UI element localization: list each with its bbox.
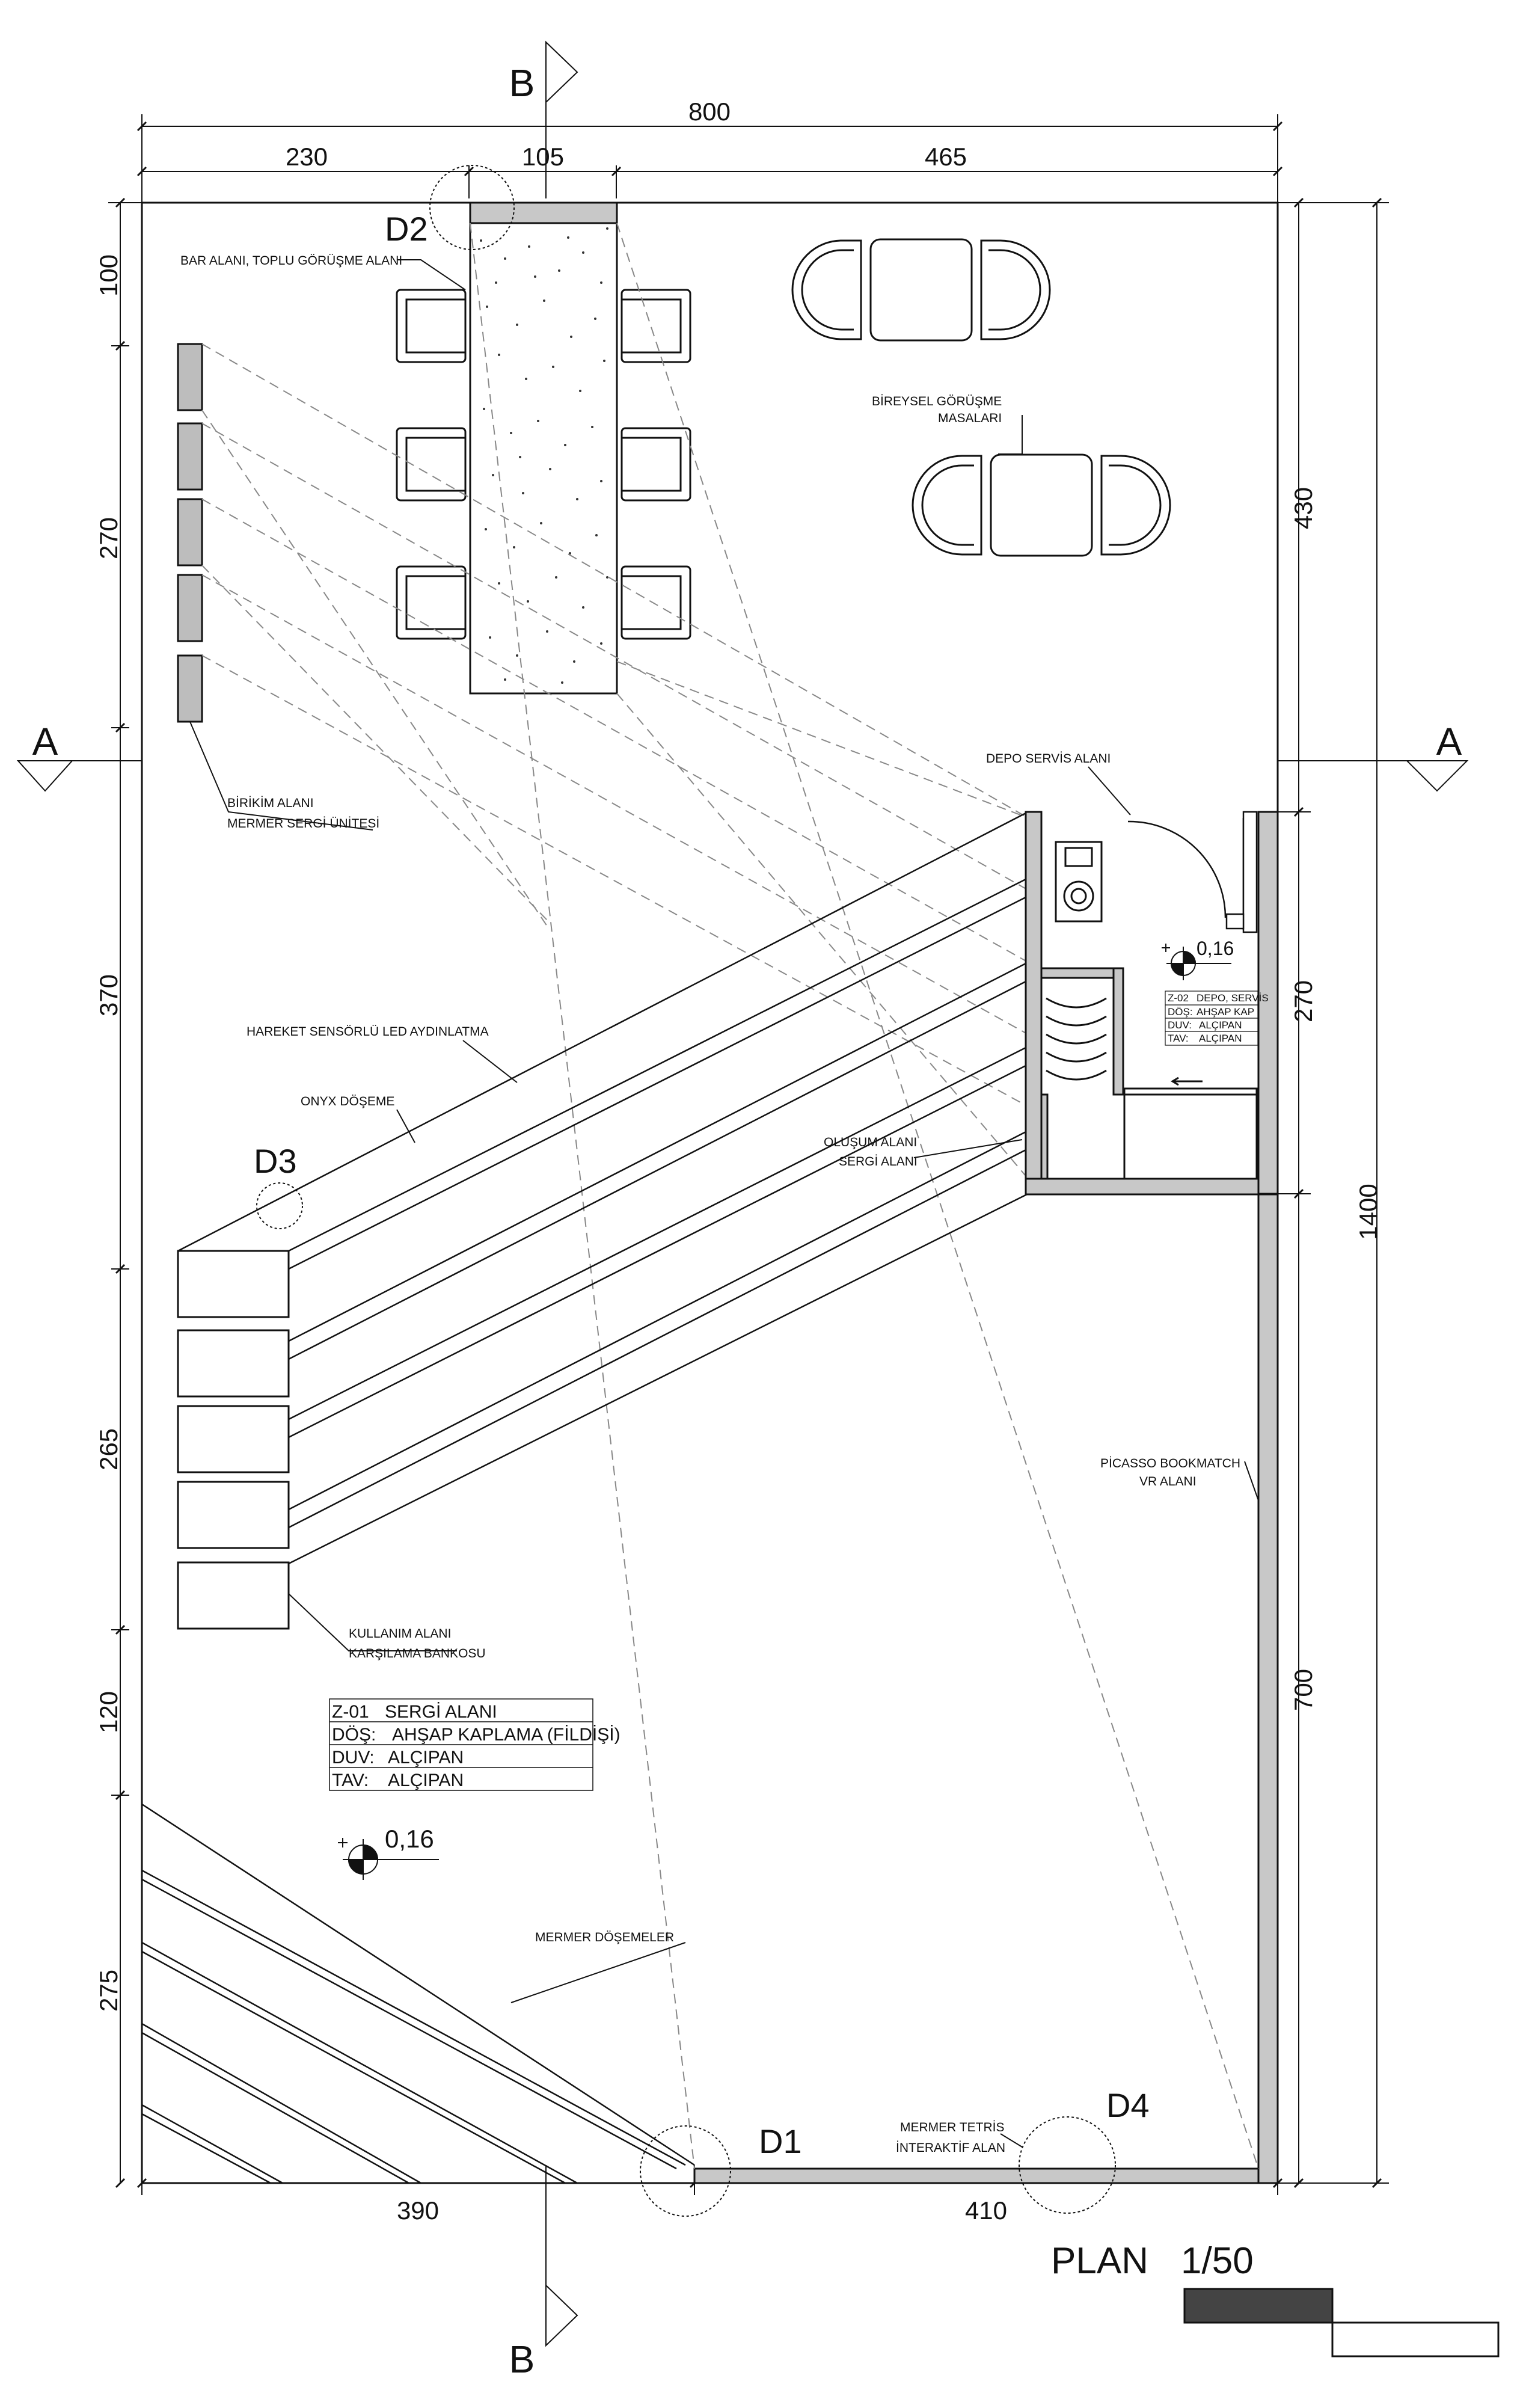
dim-right-total: 1400 [1354,1184,1382,1239]
label-formation-2: SERGİ ALANI [839,1155,918,1169]
room-main-val-0: SERGİ ALANI [385,1702,497,1722]
dim-top-total: 800 [688,97,731,126]
dim-left-2: 270 [94,517,123,559]
bar-chairs [396,289,691,640]
level-main: 0,16 [385,1825,434,1853]
room-table-depo: Z-02 DEPO, SERVİS DÖŞ: AHŞAP KAP DUV: AL… [1165,991,1269,1046]
scale-bar [1183,2288,1500,2357]
label-formation-1: OLUŞUM ALANI [824,1135,917,1149]
label-storage-service: DEPO SERVİS ALANI [986,752,1111,766]
room-depo-val-0: DEPO, SERVİS [1197,992,1269,1004]
dim-top-mid: 105 [522,143,564,171]
label-accumulation-1: BİRİKİM ALANI [227,796,314,810]
room-main-key-2: DUV: [332,1748,375,1768]
section-a-left: A [32,720,58,763]
detail-circles [256,165,1116,2217]
section-a-right: A [1436,720,1462,763]
onyx-led-strips [177,811,1029,1565]
storage-door [1127,811,1258,933]
storage-room [1025,811,1279,1196]
section-b-bottom: B [509,2338,535,2381]
plan-scale: 1/50 [1181,2240,1254,2282]
label-onyx-floor: ONYX DÖŞEME [301,1095,394,1108]
room-main-val-2: ALÇIPAN [388,1748,464,1768]
level-depo: 0,16 [1197,938,1234,959]
leader-lines [189,259,1259,2148]
label-reception-2: KARŞILAMA BANKOSU [349,1647,486,1660]
room-main-key-3: TAV: [332,1771,369,1790]
dim-top-left: 230 [286,143,328,171]
projection-lines [201,223,1259,2169]
label-marble-floors: MERMER DÖŞEMELER [535,1930,674,1944]
section-cut-lines [24,96,1467,2303]
dim-left-1: 100 [94,254,123,296]
room-main-key-0: Z-01 [332,1702,369,1722]
detail-tag-d2: D2 [385,210,428,248]
label-individual-1: BİREYSEL GÖRÜŞME [872,395,1002,408]
room-depo-val-1: AHŞAP KAP [1197,1006,1254,1018]
section-b-top: B [509,61,535,105]
plan-title: PLAN [1051,2240,1148,2282]
individual-tables [791,238,1171,557]
room-main-val-3: ALÇIPAN [388,1771,464,1790]
room-depo-key-2: DUV: [1168,1019,1192,1031]
label-motion-led: HAREKET SENSÖRLÜ LED AYDINLATMA [247,1025,489,1039]
dim-bottom-left: 390 [397,2196,439,2225]
dim-right-3: 700 [1289,1669,1317,1711]
label-individual-2: MASALARI [938,411,1002,425]
detail-tag-d3: D3 [254,1142,297,1180]
label-accumulation-2: MERMER SERGİ ÜNİTESİ [227,817,379,831]
bar-table [469,222,618,695]
detail-tag-d1: D1 [759,2122,802,2160]
hanger-rail [1046,997,1107,1081]
label-picasso-2: VR ALANI [1139,1475,1197,1488]
room-depo-key-0: Z-02 [1168,992,1189,1004]
room-depo-val-2: ALÇIPAN [1199,1019,1242,1031]
label-bar-area: BAR ALANI, TOPLU GÖRÜŞME ALANI [180,254,402,268]
label-reception-1: KULLANIM ALANI [349,1627,451,1641]
section-arrow-icons [16,40,1469,2347]
room-depo-key-3: TAV: [1168,1033,1189,1044]
dim-bottom-right: 410 [965,2196,1007,2225]
dim-left-4: 265 [94,1428,123,1470]
dim-right-2: 270 [1289,980,1317,1022]
room-table-main: Z-01 SERGİ ALANI DÖŞ: AHŞAP KAPLAMA (FİL… [329,1698,621,1791]
marble-display-units [177,343,203,723]
room-main-val-1: AHŞAP KAPLAMA (FİLDİŞİ) [392,1725,621,1745]
dim-left-3: 370 [94,974,123,1016]
marble-floor-strips [141,1803,695,2184]
label-picasso-1: PİCASSO BOOKMATCH [1100,1457,1240,1470]
room-depo-val-3: ALÇIPAN [1199,1033,1242,1044]
dim-left-6: 275 [94,1970,123,2012]
label-tetris-2: İNTERAKTİF ALAN [896,2141,1005,2155]
room-depo-key-1: DÖŞ: [1168,1006,1193,1018]
detail-tag-d4: D4 [1106,2086,1150,2124]
level-marker-depo-icon [1162,944,1231,980]
room-main-key-1: DÖŞ: [332,1725,376,1745]
level-marker-main-icon [338,1838,439,1880]
dim-right-1: 430 [1289,487,1317,529]
label-tetris-1: MERMER TETRİS [900,2121,1004,2134]
dim-top-right: 465 [925,143,967,171]
dim-left-5: 120 [94,1691,123,1733]
reception-counter [177,1250,290,1630]
